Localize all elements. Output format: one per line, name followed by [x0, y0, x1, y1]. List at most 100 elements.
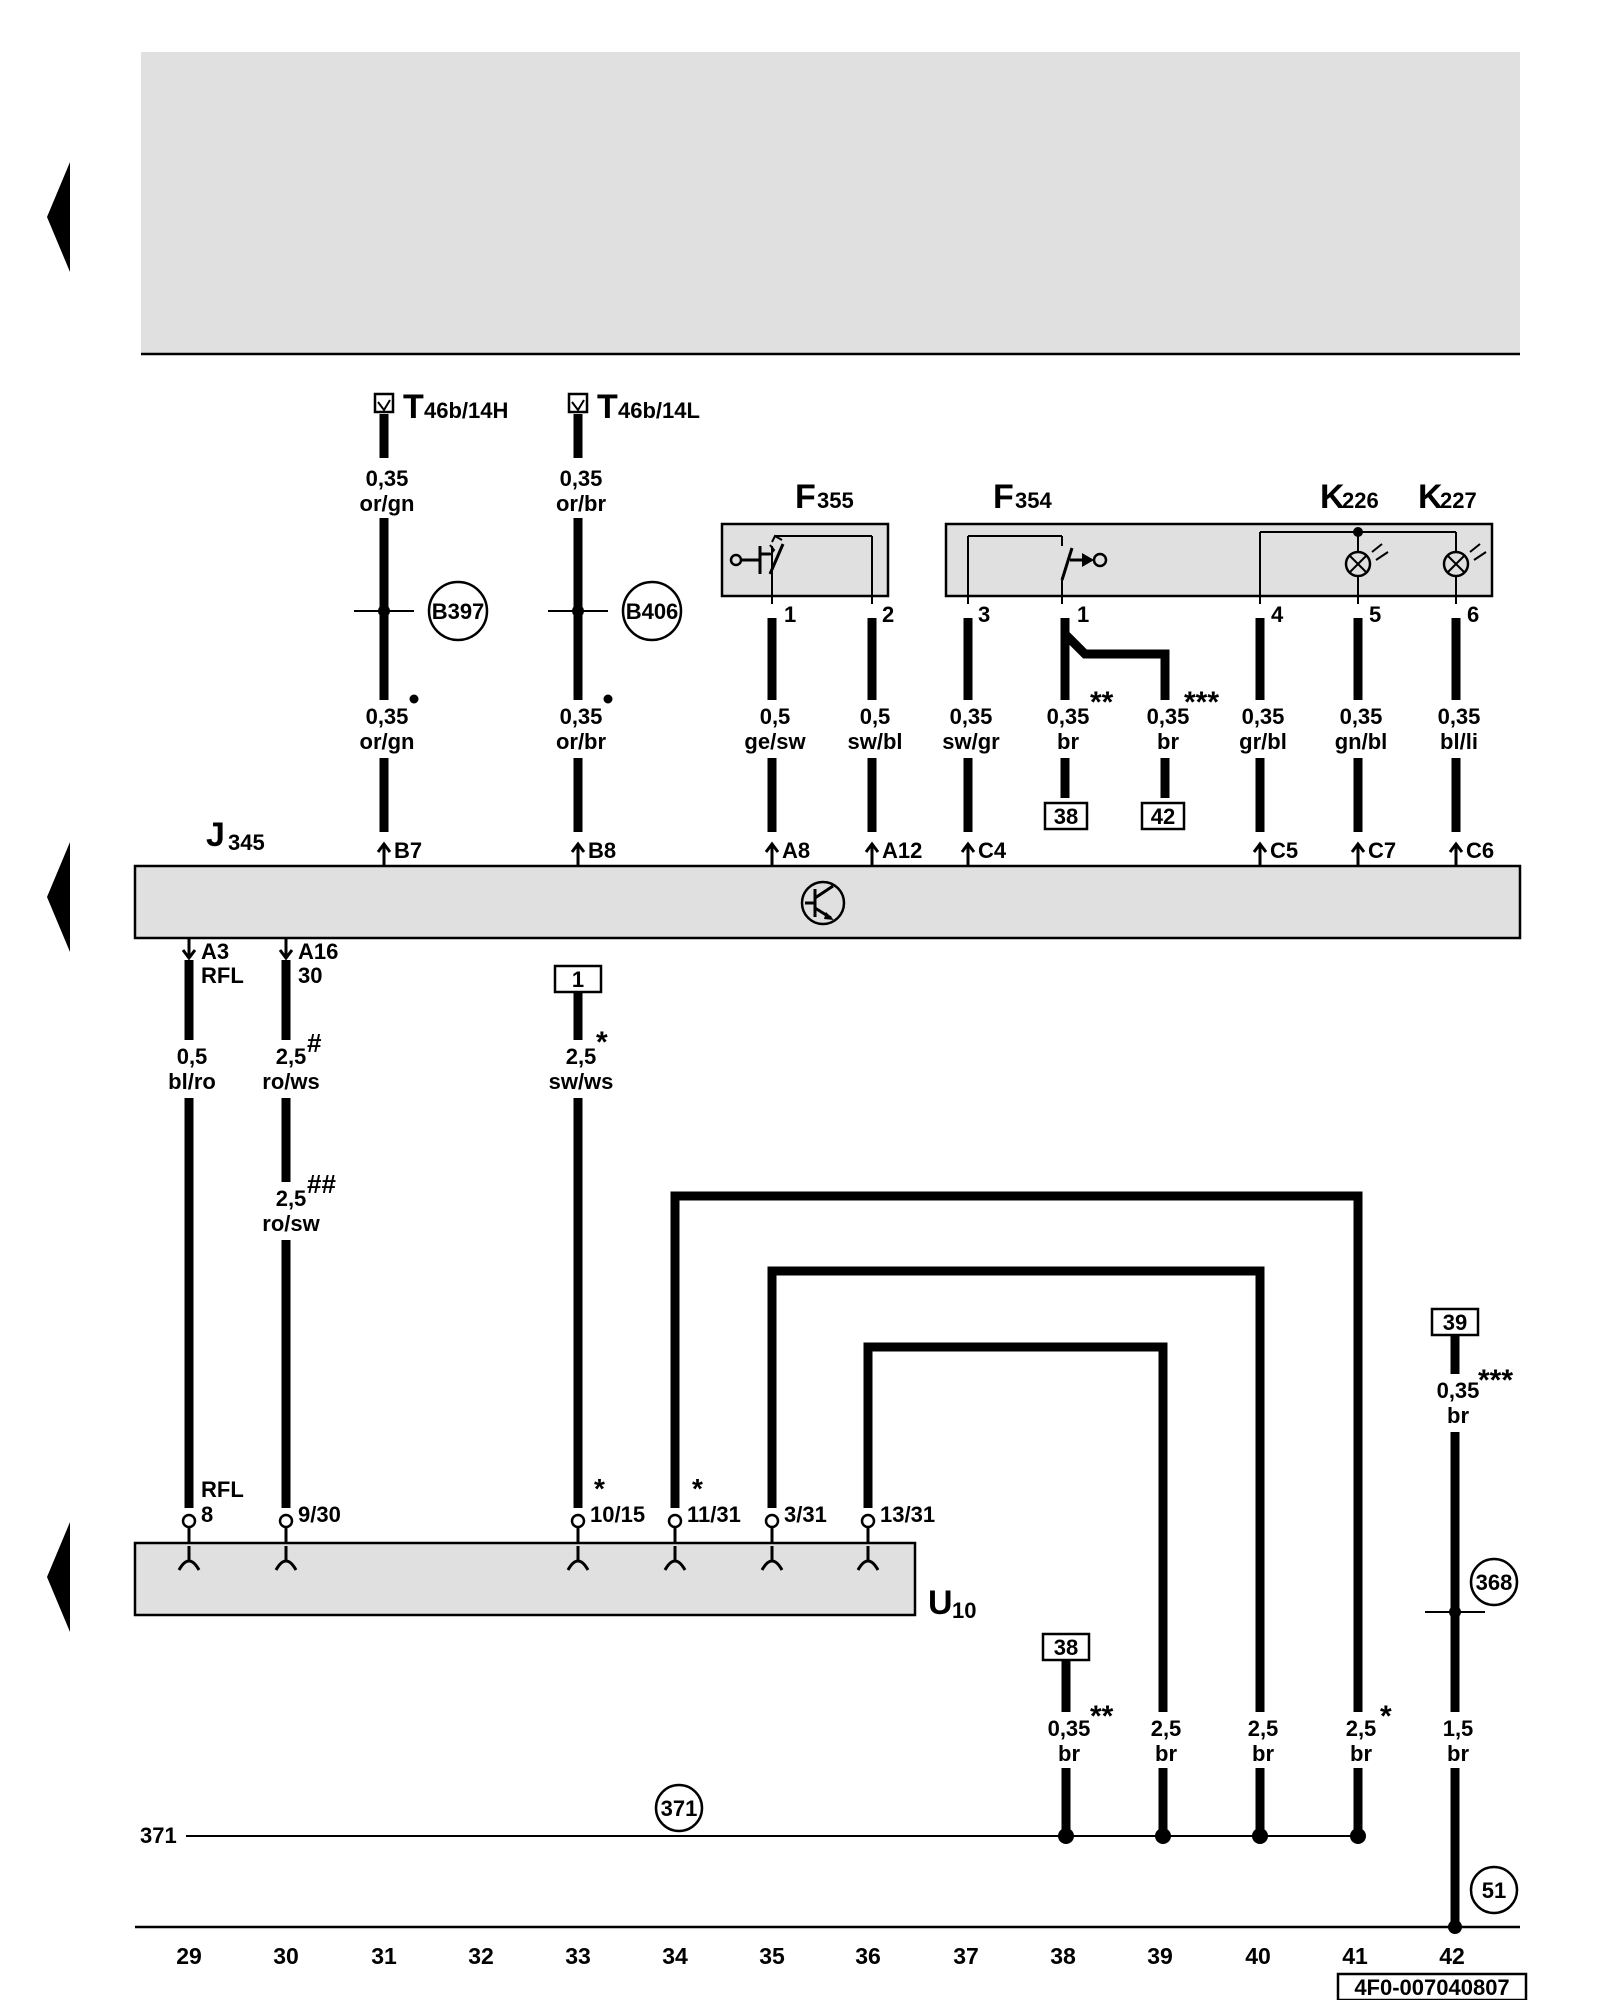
wire-size: 0,35 — [366, 466, 409, 491]
pin-label: 30 — [298, 963, 322, 988]
splice-dot-b406 — [572, 605, 584, 617]
ref-box-42[interactable] — [1140, 801, 1186, 831]
wire-size: 2,5 — [1346, 1716, 1377, 1741]
wire-mark: ## — [307, 1169, 336, 1199]
bus-dot — [1448, 1920, 1462, 1934]
wire-color: br — [1252, 1741, 1274, 1766]
wire-size: 0,35 — [1147, 704, 1190, 729]
column-number: 34 — [662, 1943, 688, 1969]
f354-switch-icon — [967, 535, 1108, 604]
wire-color: gn/bl — [1335, 729, 1388, 754]
pin-mark: * — [692, 1473, 703, 1504]
k226-sub: 226 — [1342, 488, 1379, 513]
wire-color: br — [1447, 1741, 1469, 1766]
page-prev-arrow-middle[interactable] — [47, 842, 70, 952]
connector-371-label: 371 — [661, 1796, 698, 1821]
pin-label: C7 — [1368, 838, 1396, 863]
wire-color: br — [1157, 729, 1179, 754]
pin-label: RFL — [201, 963, 244, 988]
wire-color: br — [1350, 1741, 1372, 1766]
wire-color: or/gn — [360, 491, 415, 516]
pin-label: 5 — [1369, 602, 1381, 627]
column-number: 40 — [1245, 1943, 1271, 1969]
pin-label: A12 — [882, 838, 922, 863]
wire-mark: *** — [1478, 1364, 1513, 1397]
ref-label-42: 42 — [1151, 804, 1175, 829]
wire-color: or/gn — [360, 729, 415, 754]
wire-size: 0,35 — [1438, 704, 1481, 729]
wire-size: 2,5 — [1151, 1716, 1182, 1741]
splice-dot-b397 — [378, 605, 390, 617]
column-number: 31 — [371, 1943, 397, 1969]
k226-k227-lamp-icons — [1259, 527, 1487, 604]
page-prev-arrow-top[interactable] — [47, 162, 70, 272]
connector-b406-circle — [621, 580, 683, 642]
connector-51-label: 51 — [1482, 1878, 1506, 1903]
pin-label: 3/31 — [784, 1502, 827, 1527]
wire-color: sw/gr — [942, 729, 1000, 754]
connector-368-circle — [1469, 1557, 1519, 1607]
f354-label: F — [993, 478, 1014, 516]
pin-label: C6 — [1466, 838, 1494, 863]
wire-size: 0,35 — [560, 466, 603, 491]
wire-col35-to-40 — [767, 1266, 1265, 1712]
wire-size: 0,5 — [760, 704, 791, 729]
wire-color: or/br — [556, 729, 607, 754]
pin-label: 3 — [978, 602, 990, 627]
column-number: 42 — [1439, 1943, 1465, 1969]
column-number: 33 — [565, 1943, 591, 1969]
wire-size: 0,35 — [1242, 704, 1285, 729]
t46b-14l-label: T — [597, 388, 618, 426]
document-code: 4F0-007040807 — [1354, 1975, 1509, 2000]
ref-label-38: 38 — [1054, 804, 1078, 829]
ref-box-38[interactable] — [1043, 801, 1089, 831]
bus-dot — [1350, 1828, 1366, 1844]
wire-color: gr/bl — [1239, 729, 1287, 754]
pin-label: A8 — [782, 838, 810, 863]
t46b-14l-sub: 46b/14L — [618, 398, 700, 423]
wire-color: br — [1447, 1403, 1469, 1428]
j345-body — [133, 864, 1522, 940]
wire-size: 0,35 — [560, 704, 603, 729]
wire-color: br — [1058, 1741, 1080, 1766]
u10-socket-icons — [177, 1546, 880, 1571]
wire-color: ge/sw — [744, 729, 806, 754]
pin-label: 2 — [882, 602, 894, 627]
j345-label: J — [206, 816, 225, 854]
f355-switch-icon — [729, 534, 873, 604]
column-number: 37 — [953, 1943, 979, 1969]
bus-dot — [1252, 1828, 1268, 1844]
wire-size: 0,35 — [1437, 1378, 1480, 1403]
pin-label: 9/30 — [298, 1502, 341, 1527]
column-number: 35 — [759, 1943, 785, 1969]
pin-label: 13/31 — [880, 1502, 935, 1527]
wire-color: sw/bl — [847, 729, 902, 754]
dot-marker — [603, 694, 613, 704]
ref-box-38-lower[interactable] — [1041, 1632, 1091, 1662]
connector-371-circle — [654, 1783, 704, 1833]
bus-dot — [1155, 1828, 1171, 1844]
pin-label: 8 — [201, 1502, 213, 1527]
k226-label: K — [1320, 478, 1345, 516]
pin-mark: * — [594, 1473, 605, 1504]
wire-col36-to-39 — [863, 1342, 1168, 1712]
k227-label: K — [1418, 478, 1443, 516]
dot-marker — [409, 694, 419, 704]
wire-size: 2,5 — [1248, 1716, 1279, 1741]
wire-mark: ** — [1090, 1700, 1114, 1733]
wire-size: 0,35 — [1047, 704, 1090, 729]
column-number: 29 — [176, 1943, 202, 1969]
page-prev-arrow-bottom[interactable] — [47, 1522, 70, 1632]
pin-label: A3 — [201, 939, 229, 964]
j345-top-pins — [376, 841, 1464, 866]
wire-color: br — [1057, 729, 1079, 754]
k227-sub: 227 — [1440, 488, 1477, 513]
ground-bus-label: 371 — [140, 1823, 177, 1848]
wire-size: 1,5 — [1443, 1716, 1474, 1741]
wire-mark: *** — [1184, 686, 1219, 719]
pin-label: RFL — [201, 1477, 244, 1502]
pin-label: 1 — [784, 602, 796, 627]
ref-box-39[interactable] — [1430, 1307, 1480, 1337]
wire-color: bl/ro — [168, 1069, 216, 1094]
connector-368-label: 368 — [1476, 1570, 1513, 1595]
